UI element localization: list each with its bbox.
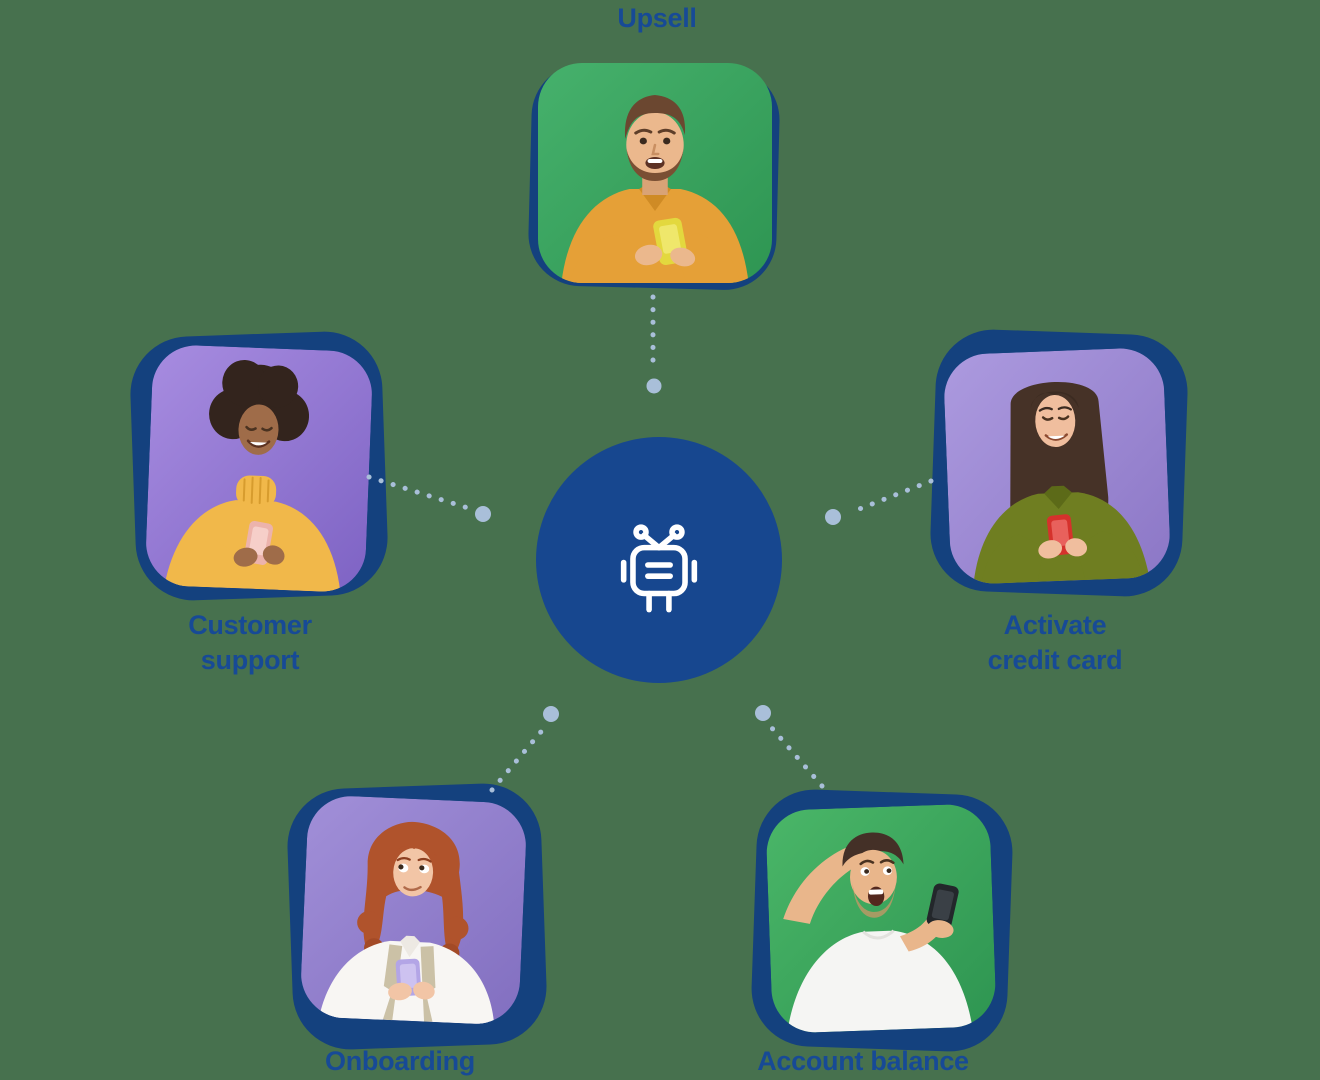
activate-credit-card-photo bbox=[942, 346, 1172, 586]
account-balance-photo bbox=[765, 803, 997, 1034]
upsell-photo bbox=[538, 63, 772, 283]
onboarding-photo bbox=[299, 794, 528, 1026]
connector-end-dot bbox=[475, 506, 491, 522]
account-balance-label: Account balance bbox=[757, 1046, 969, 1076]
woman-afro-yellow-sweater-pink-phone-illustration bbox=[144, 343, 374, 594]
connector-end-dot bbox=[646, 378, 662, 394]
upsell-label: Upsell bbox=[617, 3, 697, 33]
connector-right bbox=[846, 478, 934, 516]
connector-end-dot bbox=[755, 705, 771, 721]
robot-chatbot-icon bbox=[620, 524, 698, 613]
man-mustard-shirt-yellow-phone-illustration bbox=[538, 63, 772, 283]
activate-credit-card-label: Activate credit card bbox=[987, 610, 1123, 675]
connector-end-dot bbox=[543, 706, 559, 722]
connector-end-dot bbox=[825, 509, 841, 525]
connector-bottom-right bbox=[768, 724, 825, 789]
woman-redhead-white-shirt-purple-phone-illustration bbox=[299, 794, 528, 1026]
onboarding-label: Onboarding bbox=[325, 1046, 475, 1076]
connector-bottom-left bbox=[489, 724, 548, 793]
woman-olive-shirt-red-phone-illustration bbox=[942, 346, 1172, 586]
customer-support-label: Customer support bbox=[188, 610, 312, 675]
man-white-tshirt-black-phone-illustration bbox=[765, 803, 997, 1034]
chatbot-center-circle bbox=[536, 437, 782, 683]
customer-support-photo bbox=[144, 343, 374, 594]
